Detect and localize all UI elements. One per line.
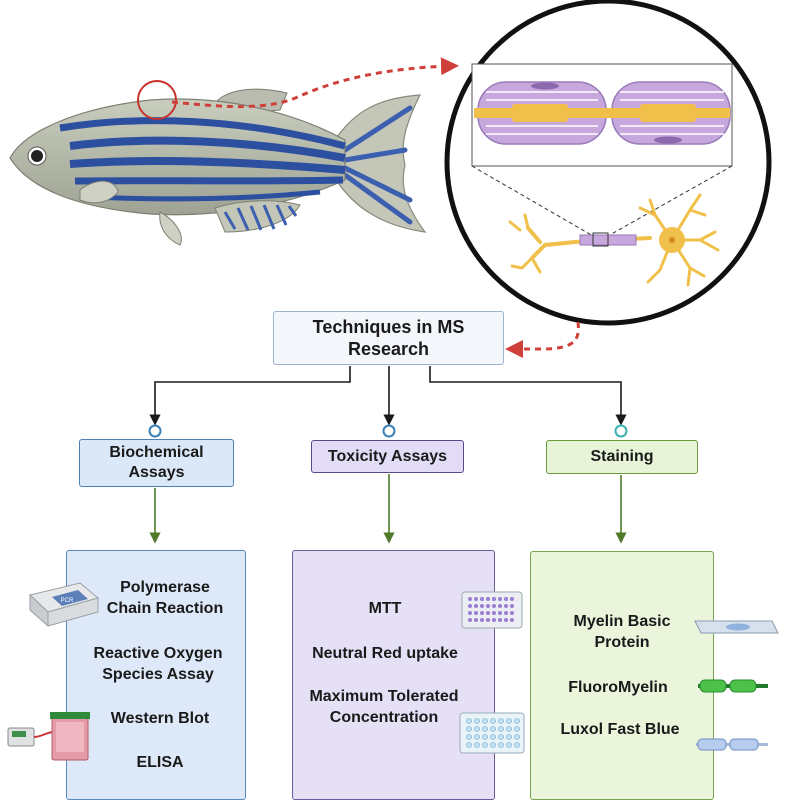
tree-connectors bbox=[149, 366, 627, 544]
mtt-item: MTT bbox=[368, 600, 402, 617]
mtc-plate-icon bbox=[459, 712, 525, 754]
neuron-zoom-circle bbox=[444, 0, 772, 326]
biochemical-label-2: Assays bbox=[128, 464, 185, 481]
ros-line-2: Species Assay bbox=[102, 666, 214, 683]
biochemical-label-1: Biochemical bbox=[109, 444, 204, 461]
return-arrow bbox=[505, 321, 580, 358]
mbp-line-2: Protein bbox=[594, 634, 650, 651]
ros-line-1: Reactive Oxygen bbox=[93, 645, 223, 662]
pcr-screen-text: PCR bbox=[61, 598, 74, 604]
title-line-1: Techniques in MS bbox=[312, 317, 465, 337]
neutral-red-item: Neutral Red uptake bbox=[312, 645, 458, 662]
toxicity-panel bbox=[292, 550, 495, 800]
luxol-axon-icon bbox=[696, 738, 768, 751]
pcr-machine-icon: PCR bbox=[28, 582, 100, 628]
toxicity-label: Toxicity Assays bbox=[327, 447, 448, 465]
western-blot-item: Western Blot bbox=[110, 710, 210, 727]
fluoromyelin-item: FluoroMyelin bbox=[568, 679, 668, 696]
pcr-line-1: Polymerase bbox=[120, 579, 210, 596]
zebrafish-illustration bbox=[9, 80, 427, 246]
mbp-line-1: Myelin Basic bbox=[573, 613, 671, 630]
mtc-line-1: Maximum Tolerated bbox=[309, 688, 459, 705]
staining-box: Staining bbox=[546, 440, 698, 474]
elisa-item: ELISA bbox=[136, 754, 184, 771]
title-line-2: Research bbox=[347, 339, 430, 359]
mtt-plate-icon bbox=[461, 591, 523, 629]
zoom-arrow bbox=[171, 57, 459, 109]
pcr-line-2: Chain Reaction bbox=[106, 600, 224, 617]
staining-panel bbox=[530, 551, 714, 800]
microscope-slide-icon bbox=[694, 620, 779, 634]
staining-label: Staining bbox=[590, 448, 654, 465]
biochemical-panel bbox=[66, 550, 246, 800]
neuron-icon bbox=[508, 193, 720, 287]
toxicity-assays-box: Toxicity Assays bbox=[311, 440, 464, 473]
western-blot-apparatus-icon bbox=[7, 712, 90, 761]
fluoromyelin-axon-icon bbox=[698, 679, 768, 693]
luxol-item: Luxol Fast Blue bbox=[560, 721, 680, 738]
mtc-line-2: Concentration bbox=[329, 709, 439, 726]
